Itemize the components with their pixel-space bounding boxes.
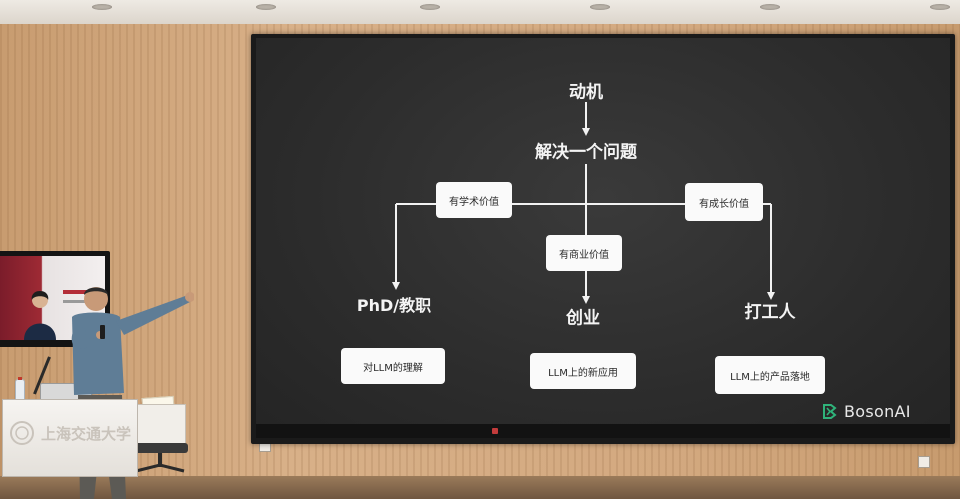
water-bottle	[15, 377, 25, 401]
ceiling-light	[930, 4, 950, 10]
note-understanding-llm: 对LLM的理解	[341, 348, 445, 384]
ceiling	[0, 0, 960, 24]
projection-screen: 动机 解决一个问题 有学术价值 有商业价值 有成长价值 PhD/教职 创业 打工…	[251, 34, 955, 444]
note-llm-product-landing: LLM上的产品落地	[715, 356, 825, 394]
tag-growth-value: 有成长价值	[685, 183, 763, 221]
tag-commercial-value: 有商业价值	[546, 235, 622, 271]
note-new-llm-applications: LLM上的新应用	[530, 353, 636, 389]
ceiling-light	[420, 4, 440, 10]
podium: 上海交通大学	[2, 399, 138, 477]
slide-title-strip	[63, 290, 103, 294]
university-name: 上海交通大学	[41, 424, 132, 443]
ceiling-light	[590, 4, 610, 10]
presenter-video-icon	[24, 291, 56, 340]
outcome-phd-faculty: PhD/教职	[356, 296, 432, 315]
bottle-cap	[18, 377, 22, 380]
screen-status-bar	[256, 424, 950, 438]
brand-logo: BosonAI	[822, 402, 911, 421]
center-node-label: 解决一个问题	[535, 142, 637, 163]
outcome-employee: 打工人	[744, 302, 796, 323]
bosonai-logo-icon	[823, 404, 837, 419]
university-logo: 上海交通大学	[9, 414, 131, 452]
record-indicator-icon	[492, 428, 498, 434]
ceiling-light	[92, 4, 112, 10]
ceiling-light	[760, 4, 780, 10]
root-node-label: 动机	[569, 82, 603, 103]
slide: 动机 解决一个问题 有学术价值 有商业价值 有成长价值 PhD/教职 创业 打工…	[256, 38, 950, 438]
university-seal-icon	[10, 421, 34, 445]
office-chair	[134, 443, 188, 473]
tag-academic-value: 有学术价值	[436, 182, 512, 218]
brand-name: BosonAI	[844, 402, 911, 421]
ceiling-light	[256, 4, 276, 10]
floor	[0, 476, 960, 499]
slide-subtitle-strip	[63, 300, 93, 303]
wall-outlet	[918, 456, 930, 468]
outcome-startup: 创业	[566, 308, 600, 329]
